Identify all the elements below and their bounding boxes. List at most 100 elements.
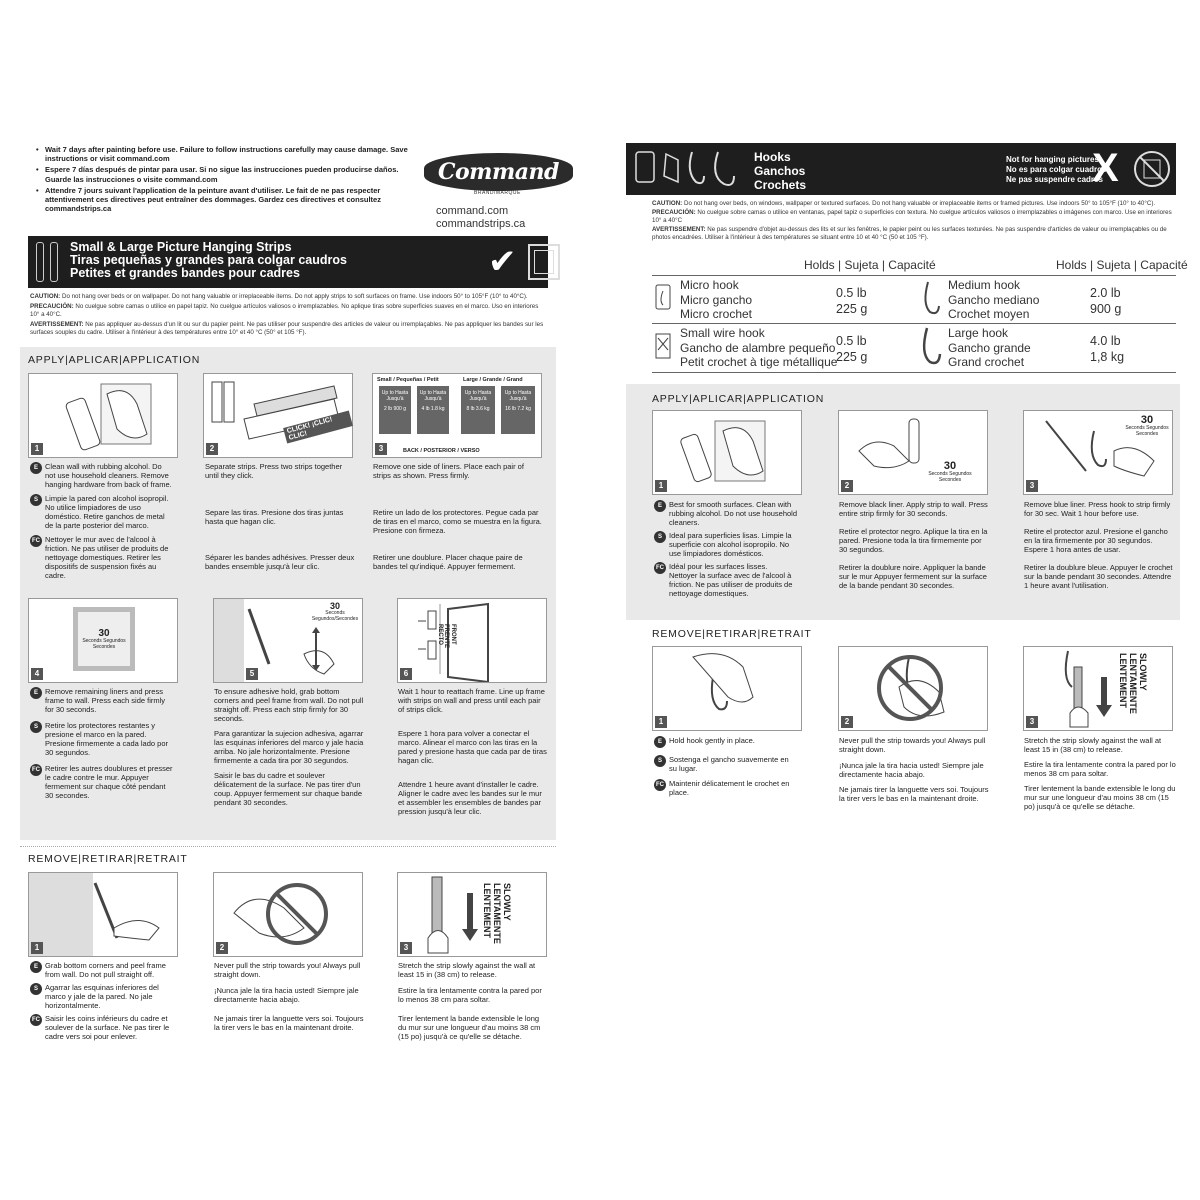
step-text-en: Separate strips. Press two strips togeth… — [205, 462, 343, 480]
micro-hook-icon — [655, 284, 671, 310]
step-text-fr: Saisir le bas du cadre et soulever délic… — [214, 771, 363, 807]
intro-note-fr: Attendre 7 jours suivant l'application d… — [36, 186, 416, 214]
apply-title: APPLY|APLICAR|APPLICATION — [28, 354, 201, 366]
intro-note-en: Wait 7 days after painting before use. F… — [36, 145, 416, 163]
step-number: 2 — [206, 443, 218, 455]
thirty-seconds-label: 30 Seconds Segundos Secondes — [928, 460, 972, 483]
urls: command.com commandstrips.ca — [436, 205, 525, 231]
remove-step-2-text: Never pull the strip towards you! Always… — [214, 961, 364, 1032]
apply-step-3-image: Small / Pequeñas / Petit Large / Grande … — [372, 373, 542, 458]
separate-strips-illustration — [211, 381, 340, 440]
command-logo: Command BRAND/MARQUE — [424, 153, 573, 199]
reattach-frame-illustration — [418, 602, 489, 684]
clean-wall-illustration — [65, 383, 152, 451]
caution-en: CAUTION: Do not hang over beds or on wal… — [30, 293, 528, 300]
step-text-es: ¡Nunca jale la tira hacia usted! Siempre… — [214, 986, 359, 1004]
banner-title-fr: Petites et grandes bandes pour cadres — [70, 266, 300, 280]
step-number: 1 — [655, 480, 667, 492]
step-number: 5 — [246, 668, 258, 680]
hooks-icons — [635, 151, 735, 186]
hooks-apply-step-2-image: 30 Seconds Segundos Secondes 2 — [838, 410, 988, 495]
step-number: 2 — [216, 942, 228, 954]
small-wire-hook-icon — [655, 333, 671, 359]
apply-step-5-image: 30 Seconds Segundos/Secondes 5 — [213, 598, 363, 683]
thirty-seconds-label: 30 Seconds Segundos/Secondes — [311, 601, 359, 622]
step-text-fr: Tirer lentement la bande extensible le l… — [1024, 784, 1176, 811]
step-number: 1 — [31, 443, 43, 455]
step-text-en: Remove one side of liners. Place each pa… — [373, 462, 524, 480]
medium-hook-icon — [924, 281, 940, 315]
hooks-title: Hooks Ganchos Crochets — [754, 150, 806, 192]
step-text-en: Never pull the strip towards you! Always… — [214, 961, 361, 979]
table-bottom-rule — [652, 372, 1176, 373]
apply-step-4-image: 30 Seconds Segundos Secondes 4 — [28, 598, 178, 683]
hooks-apply-step-1-image: 1 — [652, 410, 802, 495]
remove-step-1-image: 1 — [28, 872, 178, 957]
caution-block: CAUTION: Do not hang over beds or on wal… — [30, 293, 546, 336]
not-for-pictures: Not for hanging pictures No es para colg… — [1006, 155, 1107, 184]
intro-notes: Wait 7 days after painting before use. F… — [36, 145, 416, 215]
hooks-caution-block: CAUTION: Do not hang over beds, on windo… — [652, 200, 1172, 241]
step-text-es: Separe las tiras. Presione dos tiras jun… — [205, 508, 344, 526]
intro-note-es: Espere 7 días después de pintar para usa… — [36, 165, 416, 183]
command-logo-text: Command — [424, 153, 573, 191]
caution-es: PRECAUCIÓN: No cuelgue sobre camas o uti… — [30, 303, 539, 318]
step-text-es: Espere 1 hora para volver a conectar el … — [398, 729, 547, 765]
strip-icon — [50, 242, 58, 282]
apply-step-2-text: Separate strips. Press two strips togeth… — [205, 462, 355, 571]
step-number: 3 — [375, 443, 387, 455]
peel-frame-illustration — [93, 882, 160, 941]
thirty-seconds-label: 30 Seconds Segundos Secondes — [82, 628, 126, 650]
step-number: 3 — [400, 942, 412, 954]
step-text-fr: Ne jamais tirer la languette vers soi. T… — [839, 785, 989, 803]
stretch-strip-illustration — [1064, 650, 1112, 728]
step-text-en: Stretch the strip slowly against the wal… — [398, 961, 536, 979]
hooks-remove-step-1-image: 1 — [652, 646, 802, 731]
table-mid-rule — [652, 323, 1176, 324]
x-icon: X — [1092, 146, 1119, 190]
remove-title: REMOVE|RETIRAR|RETRAIT — [28, 853, 188, 865]
apply-step-5-text: To ensure adhesive hold, grab bottom cor… — [214, 687, 364, 807]
step-text-es: Retire un lado de los protectores. Pegue… — [373, 508, 542, 535]
hold-hook-illustration — [692, 653, 754, 711]
step-number: 6 — [400, 668, 412, 680]
step-text-fr: Séparer les bandes adhésives. Presser de… — [205, 553, 355, 571]
step-text-es: Retire el protector negro. Aplique la ti… — [839, 527, 988, 554]
apply-step-6-image: FRONT FRENTE RECTO 6 — [397, 598, 547, 684]
step-text-es: Estire la tira lentamente contra la pare… — [398, 986, 542, 1004]
prohibited-icon — [877, 655, 943, 721]
table-top-rule — [652, 275, 1176, 276]
step-text-en: Remove black liner. Apply strip to wall.… — [839, 500, 988, 518]
remove-step-3-text: Stretch the strip slowly against the wal… — [398, 961, 548, 1041]
remove-step-3-image: SLOWLY LENTAMENTE LENTEMENT 3 — [397, 872, 547, 957]
banner-title: Small & Large Picture Hanging Strips Tir… — [70, 241, 347, 280]
banner-title-es: Tiras pequeñas y grandes para colgar cau… — [70, 253, 347, 267]
step-number: 2 — [841, 716, 853, 728]
hooks-remove-step-3-image: SLOWLY LENTAMENTE LENTEMENT 3 — [1023, 646, 1173, 731]
apply-strip-illustration — [858, 418, 920, 469]
picture-frame-icon — [528, 244, 560, 280]
banner-title-en: Small & Large Picture Hanging Strips — [70, 240, 292, 254]
hooks-apply-step-2-text: Remove black liner. Apply strip to wall.… — [839, 500, 989, 590]
step-text-fr: Ne jamais tirer la languette vers soi. T… — [214, 1014, 364, 1032]
caution-es: PRECAUCIÓN: No cuelgue sobre camas o uti… — [652, 209, 1172, 224]
step-text-fr: Tirer lentement la bande extensible le l… — [398, 1014, 541, 1041]
divider — [20, 846, 556, 847]
slowly-label: SLOWLY LENTAMENTE LENTEMENT — [482, 883, 512, 944]
step-number: 1 — [31, 942, 43, 954]
hooks-remove-step-3-text: Stretch the strip slowly against the wal… — [1024, 736, 1176, 811]
holds-header-1: Holds | Sujeta | Capacité — [804, 258, 936, 272]
